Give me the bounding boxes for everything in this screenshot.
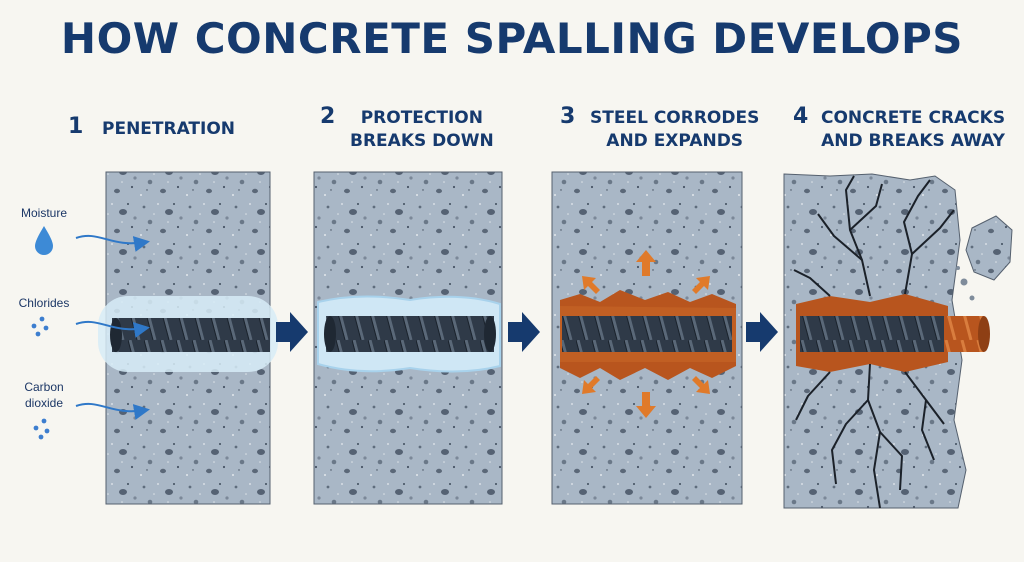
step-3-heading: 3 STEEL CORRODES AND EXPANDS: [560, 104, 760, 154]
cracks: [793, 175, 955, 509]
panel-4-concrete-cracks: [783, 173, 1013, 509]
expansion-arrows: [582, 250, 710, 418]
step-arrow-2: [508, 312, 540, 352]
panel-3-steel-corrodes: [551, 171, 743, 505]
chlorides-label: Chlorides: [18, 296, 70, 310]
debris: [960, 278, 968, 286]
page-title: HOW CONCRETE SPALLING DEVELOPS: [60, 14, 964, 63]
step-2-heading: 2 PROTECTION BREAKS DOWN: [320, 104, 520, 154]
carbon-dioxide-dots-icon: [33, 418, 50, 440]
carbon-dioxide-label: Carbon dioxide: [24, 380, 64, 410]
panel-2-protection-breaks-down: [313, 171, 503, 505]
step-2-number: 2: [320, 104, 336, 129]
step-3-label: STEEL CORRODES AND EXPANDS: [590, 108, 760, 151]
panel-1-penetration: [75, 171, 278, 505]
water-drop-icon: [35, 226, 53, 255]
chlorides-dots-icon: [31, 316, 49, 337]
step-4-heading: 4 CONCRETE CRACKS AND BREAKS AWAY: [793, 104, 1013, 154]
step-1-heading: 1 PENETRATION: [68, 114, 268, 144]
step-1-label: PENETRATION: [102, 119, 236, 139]
step-arrow-1: [276, 312, 308, 352]
step-2-label: PROTECTION BREAKS DOWN: [350, 108, 494, 151]
broken-chunk: [965, 215, 1013, 281]
step-arrow-3: [746, 312, 778, 352]
moisture-label: Moisture: [20, 206, 67, 220]
step-4-number: 4: [793, 104, 809, 129]
step-1-number: 1: [68, 114, 84, 139]
step-4-label: CONCRETE CRACKS AND BREAKS AWAY: [821, 108, 1006, 151]
step-3-number: 3: [560, 104, 576, 129]
